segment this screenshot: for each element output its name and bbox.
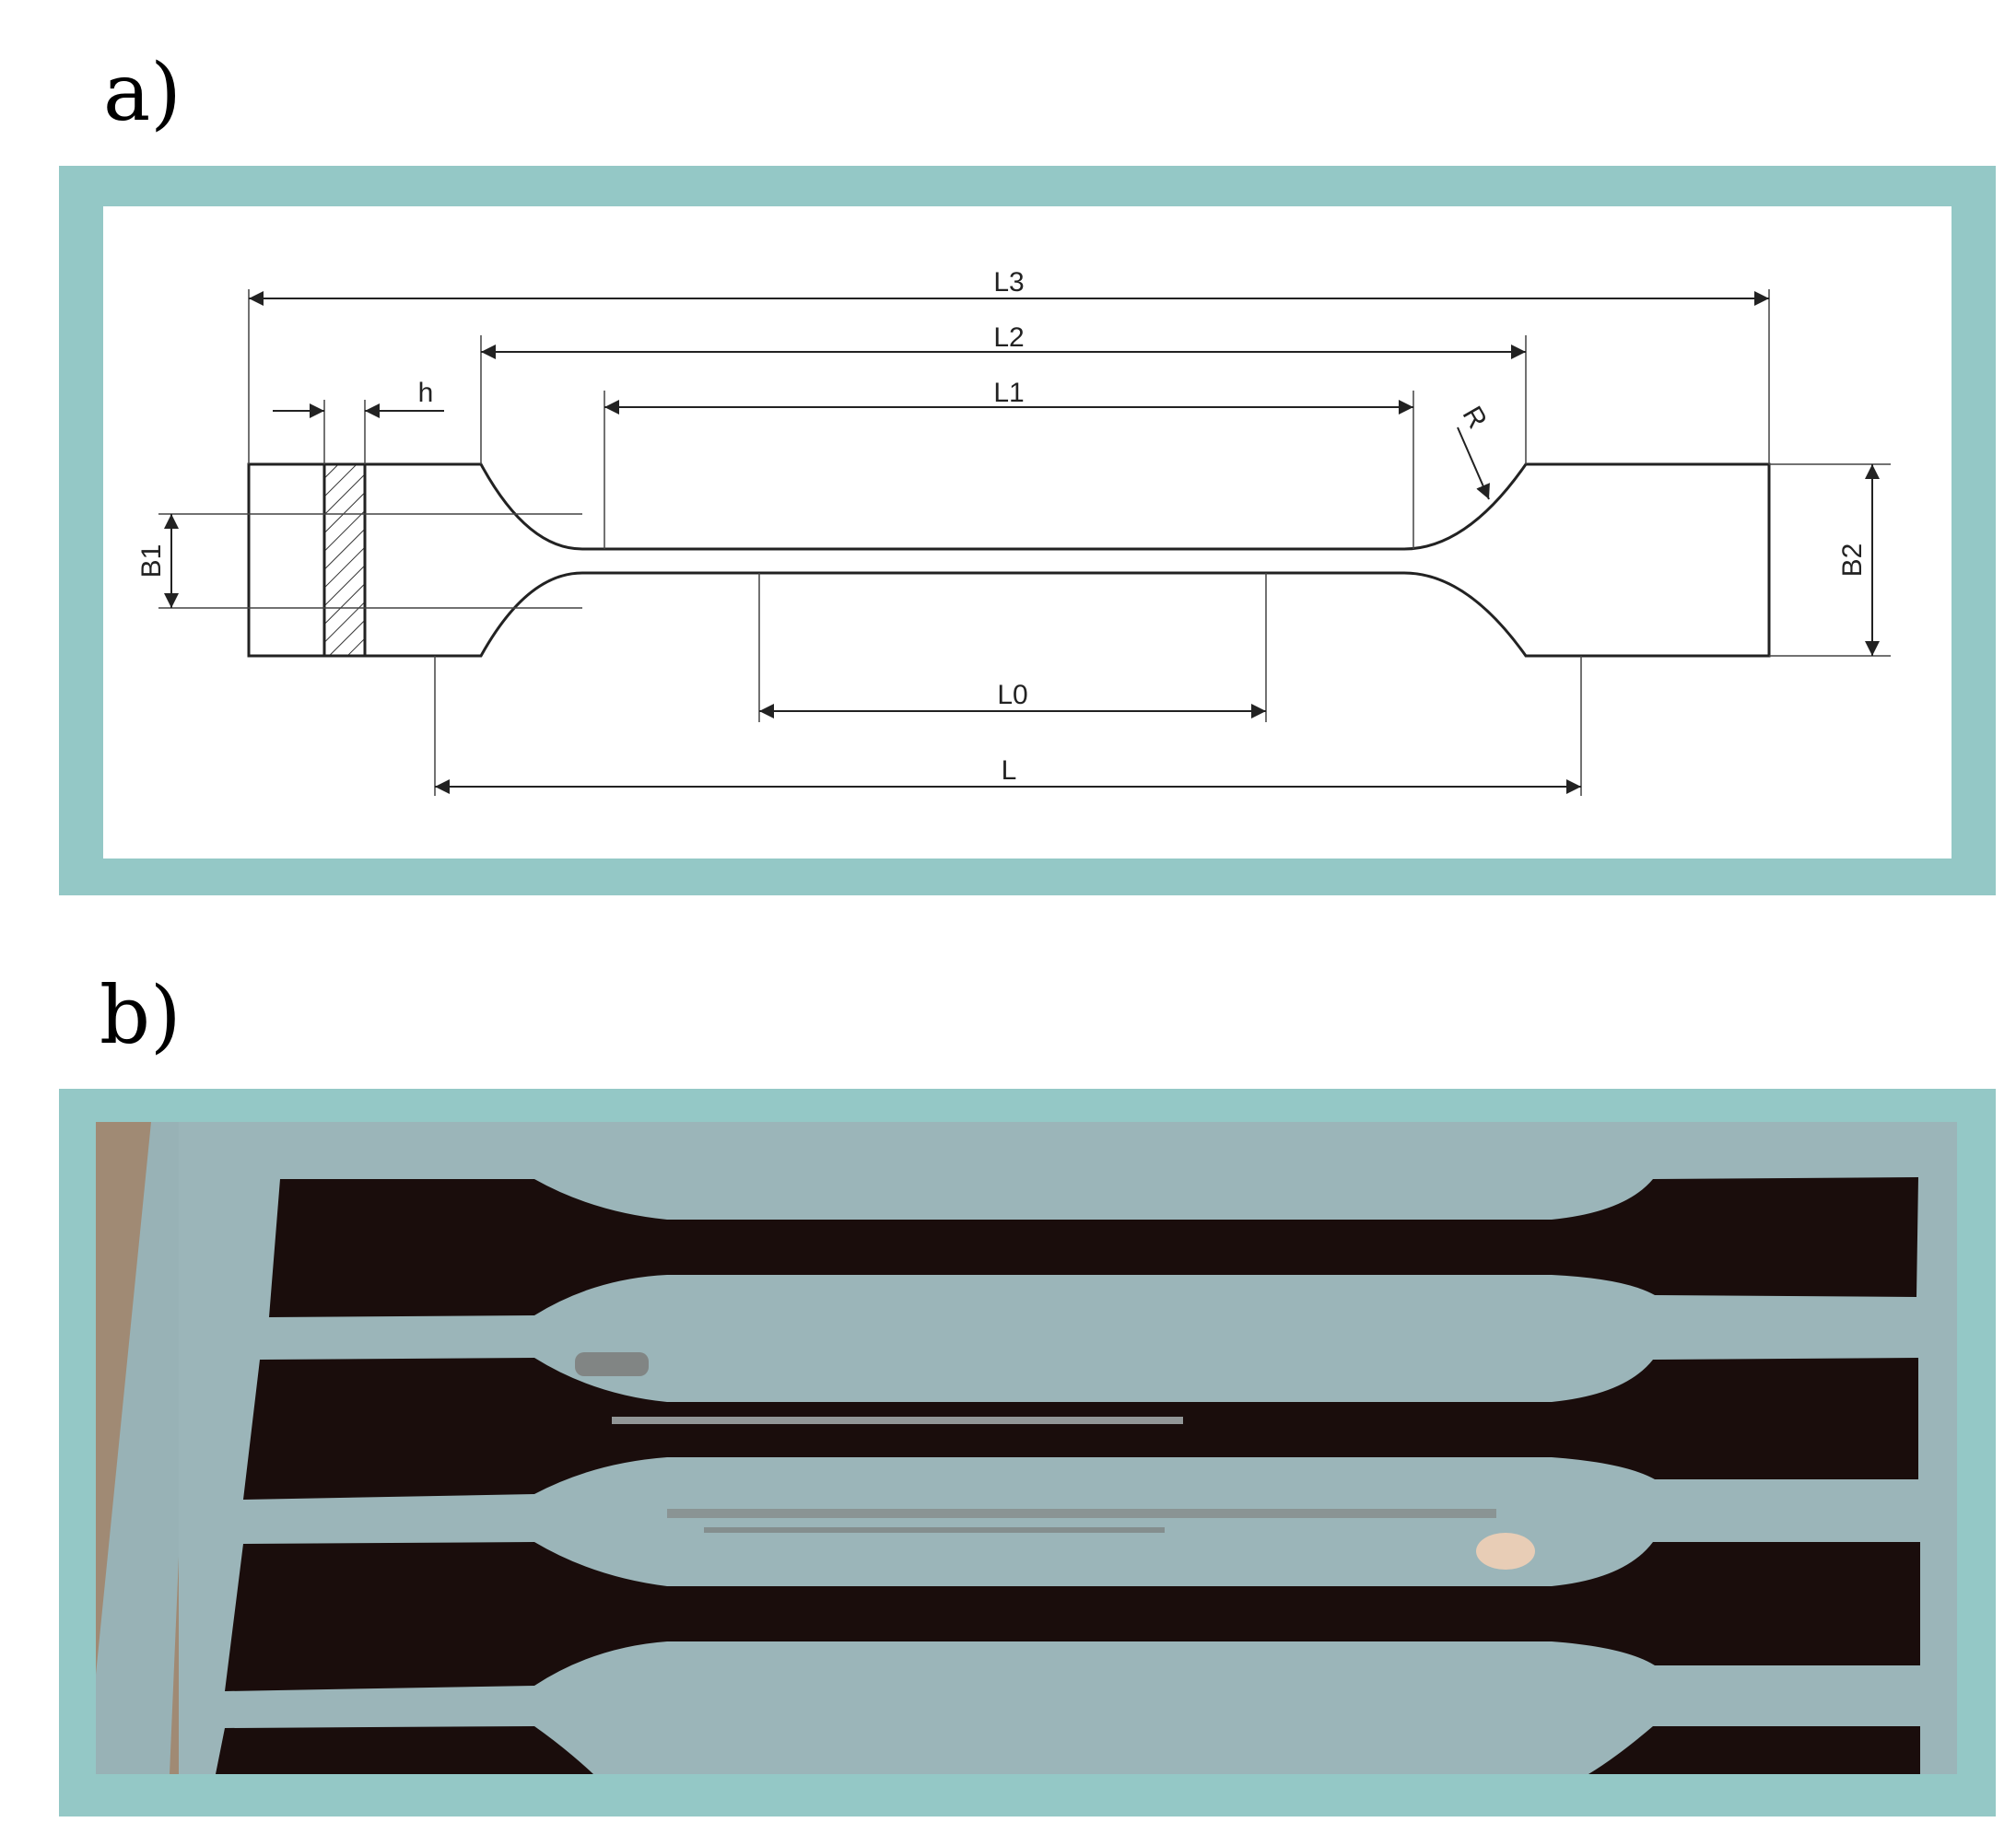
- silicone-mold-illustration: [96, 1122, 1957, 1774]
- panel-a-frame: L3 L2 L1 L0 L h R B1 B2: [59, 166, 1996, 895]
- panel-b-label: b): [100, 970, 182, 1062]
- mold-cavity-1: [269, 1177, 1918, 1317]
- dim-label-L3: L3: [993, 267, 1024, 298]
- dim-label-B2: B2: [1837, 543, 1868, 578]
- dim-label-L1: L1: [993, 378, 1024, 408]
- dim-label-L: L: [1002, 755, 1017, 786]
- dim-label-R: R: [1457, 402, 1493, 434]
- mold-cavity-4: [216, 1726, 593, 1774]
- dim-label-L2: L2: [993, 322, 1024, 353]
- mold-cavity-2: [243, 1358, 1918, 1500]
- mold-cavity-3: [225, 1542, 1920, 1691]
- dumbbell-specimen-drawing: L3 L2 L1 L0 L h R B1 B2: [136, 267, 1891, 796]
- panel-b-frame: [59, 1089, 1996, 1816]
- dim-label-L0: L0: [997, 680, 1027, 710]
- technical-drawing-panel: L3 L2 L1 L0 L h R B1 B2: [103, 206, 1952, 859]
- specimen-outline: [247, 462, 1771, 658]
- panel-a-label: a): [103, 47, 182, 139]
- dim-label-B1: B1: [136, 544, 167, 578]
- dim-label-h: h: [418, 378, 434, 408]
- radius-leader: [1457, 426, 1490, 500]
- mold-photo: [96, 1122, 1957, 1774]
- hatched-cross-section: [322, 462, 367, 658]
